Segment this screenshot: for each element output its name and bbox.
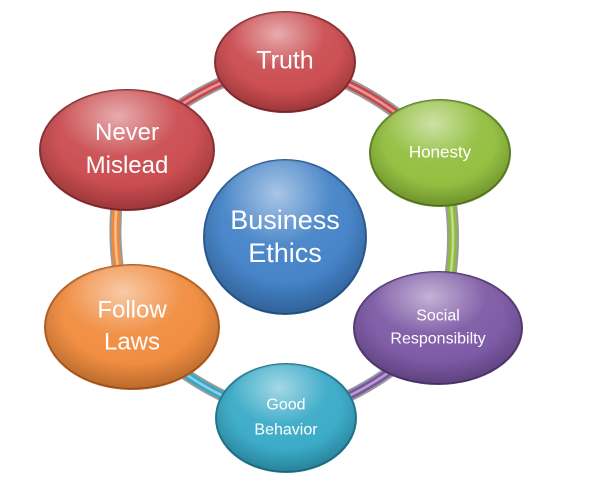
center-node-gloss <box>204 160 366 314</box>
node-label-follow-laws-line-1: Follow <box>97 296 167 323</box>
center-label-line-1: Business <box>230 205 340 235</box>
node-label-never-mislead-line-1: Never <box>95 119 159 146</box>
node-truth: Truth <box>214 11 356 113</box>
node-label-social-line-1: Social <box>416 308 460 325</box>
center-node-business-ethics: Business Ethics <box>203 159 367 315</box>
node-label-good-behavior-line-1: Good <box>266 397 305 414</box>
node-gloss <box>40 90 214 210</box>
node-gloss <box>216 364 356 472</box>
node-label-good-behavior-line-2: Behavior <box>254 422 318 439</box>
node-gloss <box>370 100 510 206</box>
node-label-truth-line-1: Truth <box>256 47 313 75</box>
node-gloss <box>354 272 522 384</box>
node-label-social-line-2: Responsibilty <box>390 331 485 348</box>
node-gloss <box>215 12 355 112</box>
node-gloss <box>45 265 219 389</box>
node-label-never-mislead-line-2: Mislead <box>86 152 169 179</box>
outer-nodes: TruthHonestySocialResponsibiltyGoodBehav… <box>39 11 523 473</box>
node-label-honesty-line-1: Honesty <box>409 142 472 161</box>
node-honesty: Honesty <box>369 99 511 207</box>
center-label-line-2: Ethics <box>248 238 322 268</box>
node-label-follow-laws-line-2: Laws <box>104 328 160 355</box>
